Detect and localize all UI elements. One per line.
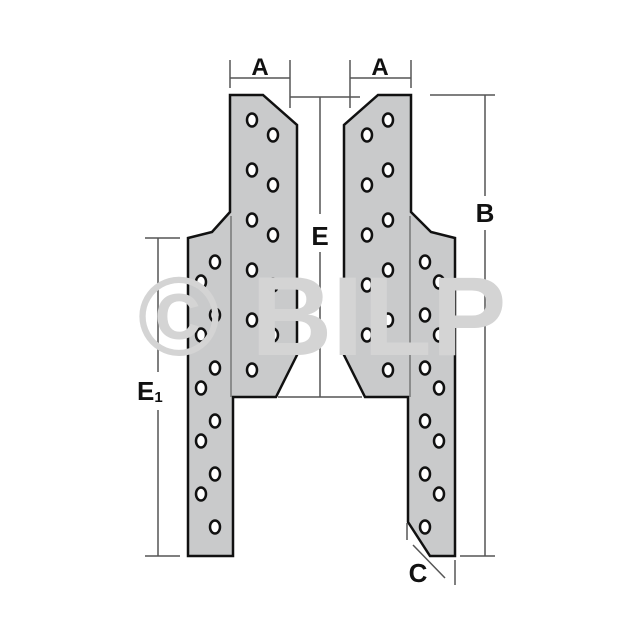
dimension-e: E [311,221,328,251]
fixing-hole [194,274,208,290]
fixing-hole [245,112,259,128]
fixing-hole [245,162,259,178]
fixing-hole [208,519,222,535]
fixing-hole [266,277,280,293]
fixing-hole [418,413,432,429]
fixing-hole [381,112,395,128]
dimension-a-right: A [371,54,388,81]
fixing-hole [432,486,446,502]
fixing-hole [432,433,446,449]
fixing-hole [360,327,374,343]
fixing-hole [266,177,280,193]
fixing-hole [418,360,432,376]
fixing-hole [360,277,374,293]
fixing-hole [418,307,432,323]
fixing-hole [360,177,374,193]
e-label-bg [300,214,340,252]
fixing-hole [432,327,446,343]
fixing-hole [266,227,280,243]
fixing-hole [208,254,222,270]
b-label-bg [472,196,498,230]
dimension-e1: E1 [137,376,163,406]
fixing-hole [266,127,280,143]
left-plate [186,93,299,558]
fixing-hole [208,307,222,323]
fixing-hole [245,262,259,278]
fixing-hole [194,486,208,502]
fixing-hole [194,433,208,449]
fixing-hole [208,413,222,429]
dimension-c: C [409,558,428,588]
fixing-hole [245,312,259,328]
fixing-hole [418,254,432,270]
fixing-hole [381,312,395,328]
fixing-hole [432,274,446,290]
fixing-hole [245,212,259,228]
fixing-hole [208,466,222,482]
right-bracket [342,93,457,558]
e1-label-bg [135,372,180,410]
fixing-hole [360,127,374,143]
fixing-hole [432,380,446,396]
dimension-a-left: A [251,54,268,81]
fixing-hole [381,212,395,228]
fixing-hole [360,227,374,243]
fixing-holes [194,112,446,535]
watermark: © BILP [138,254,507,379]
fixing-hole [245,362,259,378]
fixing-hole [418,519,432,535]
fixing-hole [381,362,395,378]
fixing-hole [266,327,280,343]
dimension-b: B [476,198,495,228]
fixing-hole [194,327,208,343]
left-bracket [186,93,299,558]
fixing-hole [194,380,208,396]
fixing-hole [418,466,432,482]
fixing-hole [381,162,395,178]
fixing-hole [381,262,395,278]
fixing-hole [208,360,222,376]
right-plate [342,93,457,558]
